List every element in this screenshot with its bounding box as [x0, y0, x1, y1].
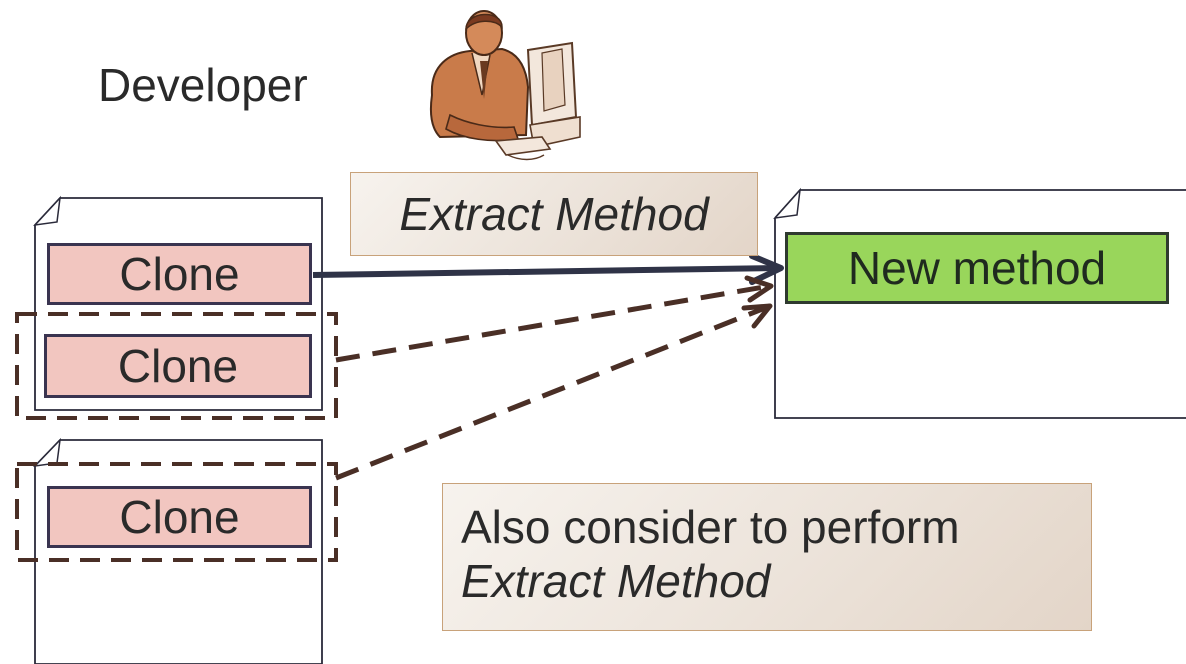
target-file	[774, 189, 1186, 419]
clone-box-1: Clone	[47, 243, 312, 305]
solid-arrow-head	[749, 253, 784, 285]
solid-arrow	[312, 265, 779, 278]
dashed-arrow-1	[335, 283, 771, 363]
new-method-box: New method	[785, 232, 1169, 304]
also-consider-line2: Extract Method	[461, 555, 771, 607]
clone-box-3: Clone	[47, 486, 312, 548]
dashed-arrow-2	[335, 303, 771, 481]
target-file-fold	[773, 187, 802, 220]
extract-method-callout: Extract Method	[350, 172, 758, 256]
dashed-arrow-2-head	[741, 303, 773, 329]
clone-box-2: Clone	[44, 334, 312, 398]
extract-method-label: Extract Method	[399, 188, 709, 240]
source-file-2-fold	[32, 437, 62, 468]
dashed-highlight-2	[15, 462, 338, 562]
source-file-1-fold	[33, 195, 62, 227]
dashed-highlight-1	[15, 312, 338, 420]
also-consider-callout: Also consider to perform Extract Method	[442, 483, 1092, 631]
also-consider-line1: Also consider to perform	[461, 501, 960, 553]
developer-at-computer-icon	[430, 10, 581, 161]
source-file-2	[34, 439, 323, 664]
developer-label: Developer	[98, 59, 308, 111]
dashed-arrow-1-head	[744, 275, 774, 303]
